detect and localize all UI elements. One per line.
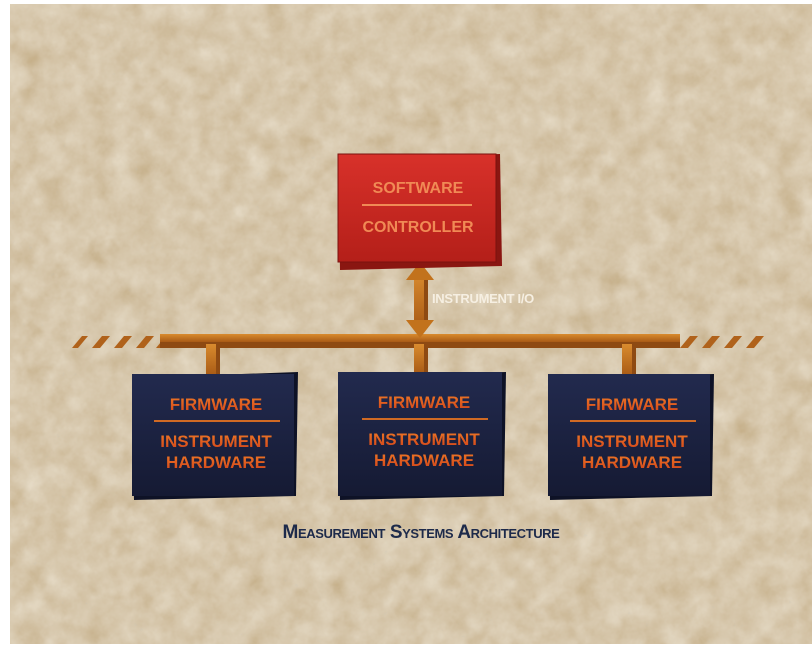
instrument-io-arrow (406, 262, 434, 338)
controller-line2: CONTROLLER (362, 219, 474, 236)
instrument-3-firmware: FIRMWARE (586, 395, 679, 414)
instrument-3-divider (570, 420, 696, 422)
instrument-2-line2: INSTRUMENT (368, 430, 480, 449)
instrument-1-line2: INSTRUMENT (160, 432, 272, 451)
bus-label: INSTRUMENT I/O (432, 291, 534, 306)
bus-drop-2 (414, 344, 426, 374)
controller-line1: SOFTWARE (373, 180, 464, 197)
instrument-1-divider (154, 420, 280, 422)
bus-drop-3 (622, 344, 634, 376)
instrument-block-2: FIRMWARE INSTRUMENT HARDWARE (338, 372, 506, 500)
instrument-3-line2: INSTRUMENT (576, 432, 688, 451)
controller-divider (362, 204, 472, 206)
instrument-2-line3: HARDWARE (374, 451, 474, 470)
software-controller-block: SOFTWARE CONTROLLER (337, 153, 502, 270)
instrument-block-1: FIRMWARE INSTRUMENT HARDWARE (132, 372, 298, 500)
diagram-caption: Measurement Systems Architecture (283, 522, 561, 543)
instrument-2-firmware: FIRMWARE (378, 393, 471, 412)
instrument-1-line3: HARDWARE (166, 453, 266, 472)
instrument-2-divider (362, 418, 488, 420)
instrument-block-3: FIRMWARE INSTRUMENT HARDWARE (548, 374, 714, 500)
bus-dashed-right (680, 336, 764, 348)
bus-drop-1 (206, 344, 218, 376)
instrument-1-firmware: FIRMWARE (170, 395, 263, 414)
instrument-3-line3: HARDWARE (582, 453, 682, 472)
